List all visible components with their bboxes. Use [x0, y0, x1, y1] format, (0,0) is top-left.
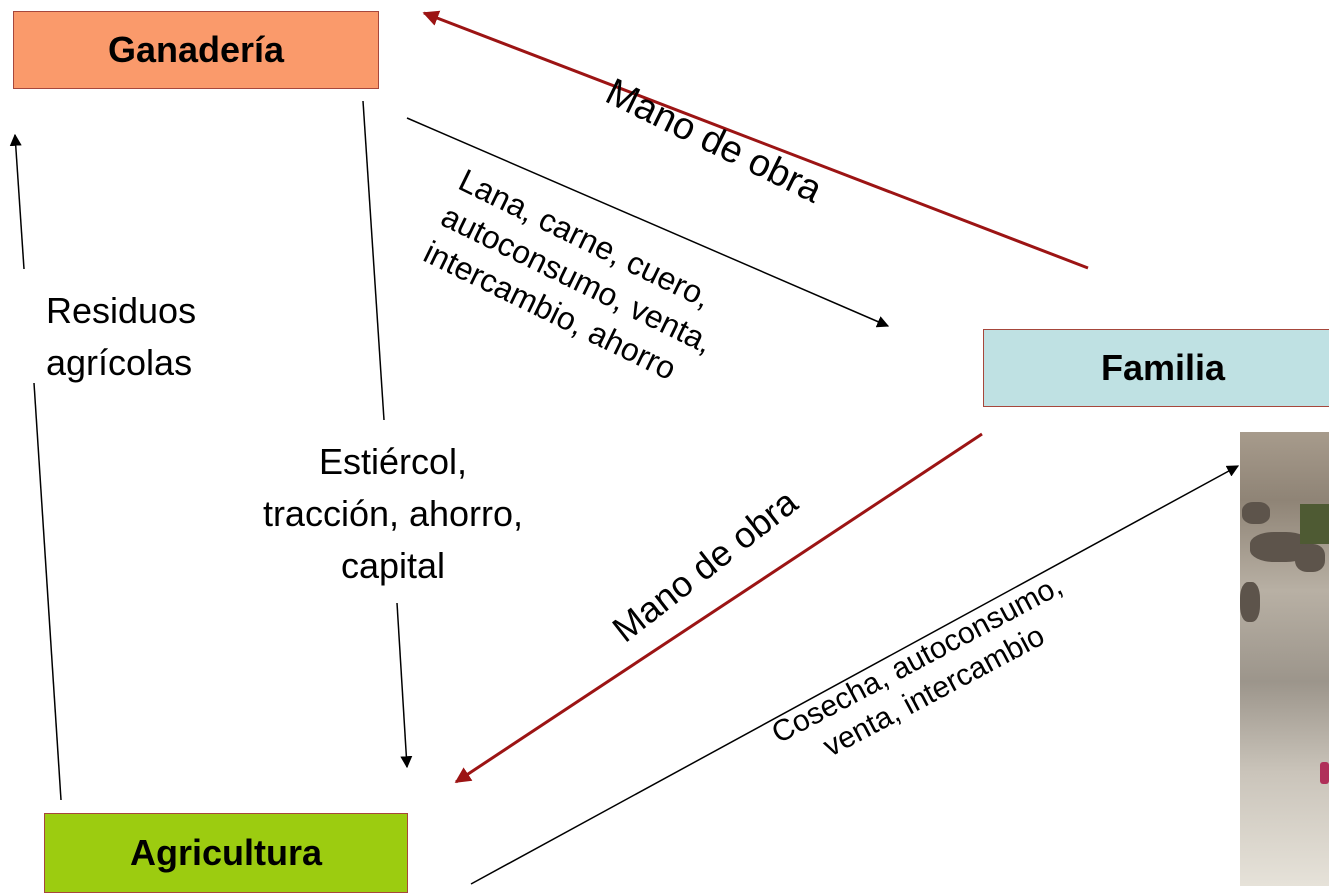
edge-estiercol-line: Estiércol,	[318, 441, 468, 482]
edge-residuos-line: agrícolas	[46, 342, 193, 383]
edge-residuos-arrow-lower	[33, 382, 62, 801]
person-shape	[1320, 762, 1329, 784]
rock-shape	[1240, 582, 1260, 622]
edge-mano-obra-top-arrow	[422, 10, 1089, 270]
node-ganaderia-label: Ganadería	[107, 29, 285, 70]
edge-residuos-line: Residuos	[46, 290, 197, 331]
rock-shape	[1295, 544, 1325, 572]
edge-estiercol-label: Estiércol, tracción, ahorro, capital	[228, 436, 558, 592]
landscape-photo	[1240, 432, 1329, 886]
edge-lana-arrow	[406, 117, 890, 328]
edge-estiercol-line: capital	[340, 545, 446, 586]
edge-cosecha-arrow	[470, 465, 1240, 885]
node-ganaderia: Ganadería	[13, 11, 379, 89]
edge-residuos-arrow-upper	[9, 133, 25, 270]
grass-shape	[1300, 504, 1329, 544]
node-agricultura: Agricultura	[44, 813, 408, 893]
edge-estiercol-line: tracción, ahorro,	[262, 493, 524, 534]
node-agricultura-label: Agricultura	[129, 832, 323, 873]
node-familia-label: Familia	[1100, 347, 1226, 388]
node-familia: Familia	[983, 329, 1329, 407]
edge-estiercol-arrow-lower	[396, 602, 413, 769]
edge-mano-obra-bottom-arrow	[454, 432, 983, 784]
edge-residuos-label: Residuos agrícolas	[46, 285, 196, 389]
edge-estiercol-arrow-upper	[362, 100, 385, 421]
rock-shape	[1242, 502, 1270, 524]
